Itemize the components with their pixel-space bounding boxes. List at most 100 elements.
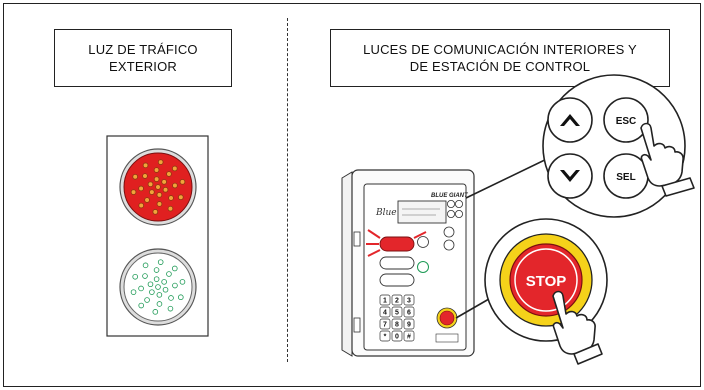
led-dot (152, 209, 159, 215)
keypad-key (379, 294, 391, 306)
stop-pointing-hand-icon (552, 290, 603, 365)
esc-label: ESC (616, 116, 637, 127)
led-dot (149, 289, 155, 295)
led-dot (138, 202, 145, 209)
keypad-key (403, 294, 415, 306)
keypad-key-label: 6 (407, 310, 411, 317)
led-dot (147, 181, 154, 188)
led-dot (172, 282, 178, 289)
led-dot (142, 273, 148, 279)
device-highlight-button (366, 229, 427, 257)
led-dot (130, 189, 137, 195)
led-dot (166, 171, 172, 177)
led-dot (142, 173, 148, 179)
led-dot (144, 197, 150, 203)
keypad-key (379, 330, 391, 342)
led-dot (171, 265, 178, 272)
led-dot (179, 179, 186, 185)
traffic-light (106, 135, 209, 337)
led-dot (138, 302, 145, 309)
device-keypad: 1 2 3 4 5 6 7 8 9 * 0 # (379, 294, 415, 342)
keypad-key-label: 8 (395, 322, 399, 329)
led-dot (142, 262, 149, 269)
keypad-key-label: 5 (395, 310, 399, 317)
led-dot (167, 305, 174, 312)
esc-button: ESC (603, 97, 649, 143)
led-dot (138, 185, 144, 192)
keypad-key-label: * (384, 334, 387, 341)
led-dot (161, 279, 167, 285)
led-dot (178, 294, 184, 301)
led-dot (156, 301, 163, 307)
led-dot (156, 201, 163, 207)
led-dot (149, 189, 155, 195)
down-arrow-button (547, 153, 593, 199)
device-lcd-display (397, 200, 447, 224)
led-dot (171, 165, 178, 172)
led-dot (156, 292, 163, 298)
stop-button-callout: STOP (484, 218, 608, 365)
nav-keys-callout: ESC SEL (542, 74, 695, 218)
keypad-key (403, 306, 415, 318)
led-dot (142, 162, 149, 169)
keypad-key-label: # (407, 334, 411, 341)
down-arrow-icon (560, 170, 580, 182)
led-dot (130, 289, 137, 295)
keypad-key (391, 330, 403, 342)
keypad-key-label: 3 (407, 298, 411, 305)
led-dot (178, 194, 184, 201)
led-dot (161, 179, 167, 185)
traffic-light-title: LUZ DE TRÁFICO EXTERIOR (54, 29, 232, 87)
keypad-callout-leader (465, 155, 554, 199)
control-station-title-line1: LUCES DE COMUNICACIÓN INTERIORES Y (363, 42, 637, 57)
traffic-light-title-line2: EXTERIOR (108, 59, 178, 74)
keypad-key (391, 294, 403, 306)
led-dot (138, 285, 144, 292)
keypad-key-label: 7 (383, 322, 387, 329)
diagram-frame (3, 3, 701, 387)
led-dot (162, 186, 169, 193)
led-dot (153, 176, 160, 182)
green-light-leds (130, 259, 186, 315)
keypad-key-label: 2 (395, 298, 399, 305)
led-dot (168, 295, 174, 301)
led-dot (156, 192, 163, 198)
keypad-key (403, 318, 415, 330)
led-dot (147, 281, 154, 288)
led-dot (153, 167, 160, 173)
keypad-key-label: 9 (407, 322, 411, 329)
led-dot (168, 195, 174, 201)
led-dot (153, 267, 160, 273)
led-dot (132, 273, 138, 280)
keypad-key-label: 0 (395, 334, 399, 341)
device-brand-logo: BLUE GIANT (431, 193, 469, 199)
led-dot (162, 286, 169, 293)
stop-label: STOP (526, 273, 567, 290)
control-station-title-line2: DE ESTACIÓN DE CONTROL (409, 59, 591, 74)
traffic-light-title-line1: LUZ DE TRÁFICO (88, 42, 198, 57)
led-dot (155, 284, 161, 290)
keypad-key (403, 330, 415, 342)
panel-divider (287, 18, 288, 362)
led-dot (157, 159, 164, 165)
keypad-key (391, 306, 403, 318)
up-arrow-button (547, 97, 593, 143)
keypad-key-label: 1 (383, 298, 387, 305)
red-light-leds (130, 159, 186, 215)
keypad-key (391, 318, 403, 330)
led-dot (144, 297, 150, 303)
up-arrow-icon (560, 114, 580, 126)
led-dot (152, 309, 159, 315)
led-dot (179, 279, 186, 285)
keypad-key (379, 306, 391, 318)
led-dot (157, 259, 164, 265)
keypad-key-label: 4 (383, 310, 387, 317)
led-dot (167, 205, 174, 212)
led-dot (172, 182, 178, 189)
led-dot (132, 173, 138, 180)
keypad-key (379, 318, 391, 330)
sel-label: SEL (616, 172, 635, 183)
led-dot (155, 184, 161, 190)
